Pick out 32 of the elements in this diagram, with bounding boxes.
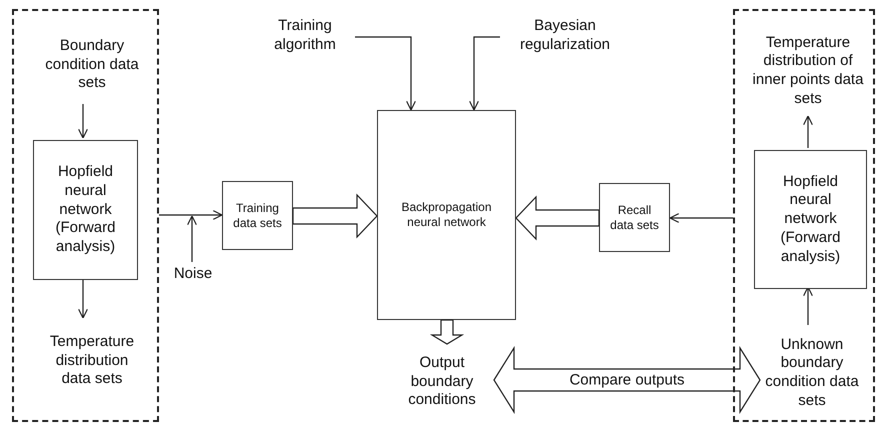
node-label: Output boundary conditions: [407, 354, 477, 410]
hollow-arrow: [430, 319, 464, 345]
box-label: Backpropagation neural network: [400, 200, 493, 230]
box-label: Recall data sets: [609, 202, 660, 232]
node-label: Training algorithm: [273, 17, 337, 55]
arrow: [186, 215, 198, 262]
arrow: [159, 210, 223, 220]
process-box: [377, 110, 516, 320]
process-box: [754, 150, 867, 289]
node-label: Temperature distribution of inner points data sets: [752, 34, 864, 108]
box-label: Hopfield neural network (Forward analysis): [779, 172, 842, 266]
hollow-arrow: [515, 196, 600, 240]
process-box: [599, 183, 670, 252]
node-label: Temperature distribution data sets: [48, 332, 136, 390]
node-label: Bayesian regularization: [518, 17, 612, 55]
process-box: [33, 140, 138, 280]
arrow: [78, 104, 88, 139]
box-label: Hopfield neural network (Forward analysis): [54, 163, 116, 257]
arrow: [802, 115, 814, 148]
arrow: [78, 278, 88, 319]
arrow: [468, 36, 500, 111]
dashed-group-box: [733, 9, 875, 422]
node-label: Noise: [174, 264, 212, 284]
box-label: Training data sets: [232, 200, 283, 230]
arrow: [669, 212, 733, 224]
process-box: [222, 181, 293, 250]
dashed-group-box: [12, 9, 159, 422]
arrow: [355, 36, 416, 111]
hollow-arrow: [292, 194, 378, 238]
node-label: Unknown boundary condition data sets: [764, 336, 860, 410]
node-label: Boundary condition data sets: [44, 36, 140, 94]
edge-label: Compare outputs: [567, 372, 687, 388]
